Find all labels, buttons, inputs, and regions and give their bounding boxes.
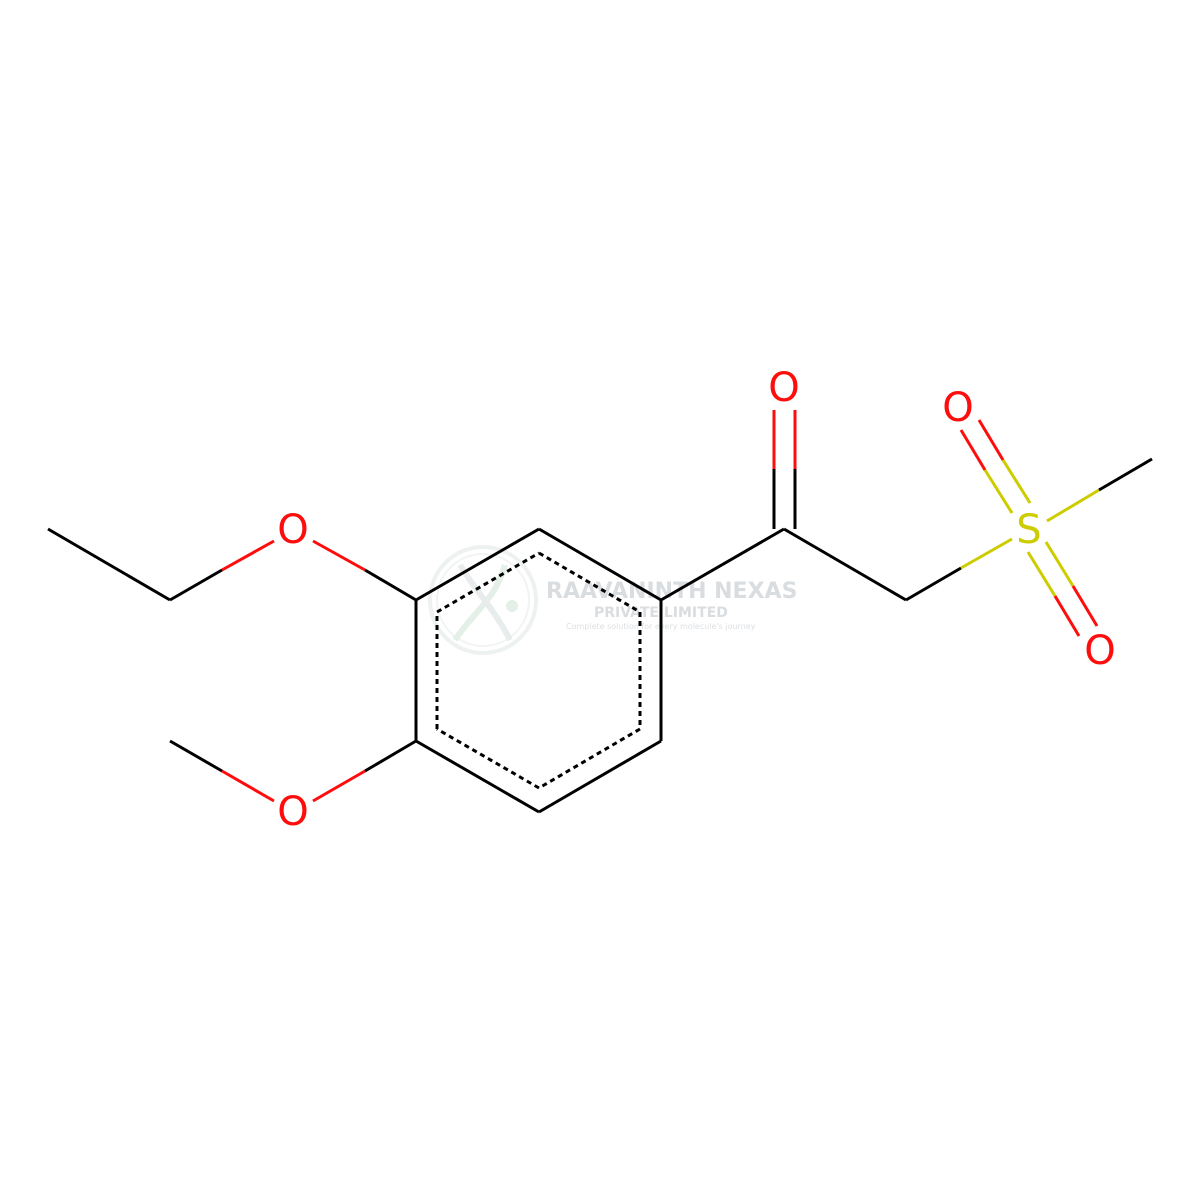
atom-sulfur: S [1016,507,1041,553]
ring-bond [538,739,662,814]
bond-c-o [364,739,417,773]
benzene-ring [414,527,663,814]
atom-oxygen-sulfonyl-top: O [942,385,973,431]
ethoxy-group: O [47,507,417,602]
bond-o-c [169,568,223,602]
bond-s-o-double [959,429,987,471]
watermark-title: RAAVANINTH NEXAS [546,579,797,604]
bond-o-c [221,539,275,572]
aromatic-bond [436,551,540,614]
watermark: RAAVANINTH NEXAS PRIVATE LIMITED Complet… [428,545,797,655]
bond-o-c [221,769,275,803]
atom-oxygen-ethoxy: O [277,507,308,553]
aromatic-bond [538,727,641,790]
aromatic-bond [436,727,540,790]
methoxy-group: O [169,739,417,835]
bond-s-o-double [1001,459,1032,504]
atom-oxygen-methoxy: O [277,789,308,835]
methylsulfonyl-group: S O O [905,385,1153,674]
atom-oxygen-carbonyl: O [768,365,799,411]
ring-bond [538,527,662,602]
bond-o-c [169,739,223,773]
bond-s-o-double [977,419,1005,461]
bond-s-o-double [1053,595,1081,637]
bond-s-ch3 [1046,488,1100,523]
bond-carbonyl-ch2 [783,527,907,602]
bond-c-o [364,568,417,602]
bond-ch2-s [960,537,1013,570]
atom-oxygen-sulfonyl-bottom: O [1084,628,1115,674]
ring-bond [415,527,540,602]
aromatic-bond [538,551,641,614]
bond-s-o-double [1026,551,1057,597]
bond-s-o-double [1044,541,1075,587]
bond-s-ch3 [1098,457,1153,492]
bond-s-o-double [983,469,1014,514]
bond-c-o [312,539,366,572]
ring-bond [415,739,540,814]
bond-ring-carbonyl [660,527,785,602]
bond-s-o-double [1071,585,1099,627]
bond-c-c [47,527,171,602]
ketone-group: O [660,365,907,602]
bond-c-o [312,769,366,803]
bond-ch2-s [905,566,962,602]
